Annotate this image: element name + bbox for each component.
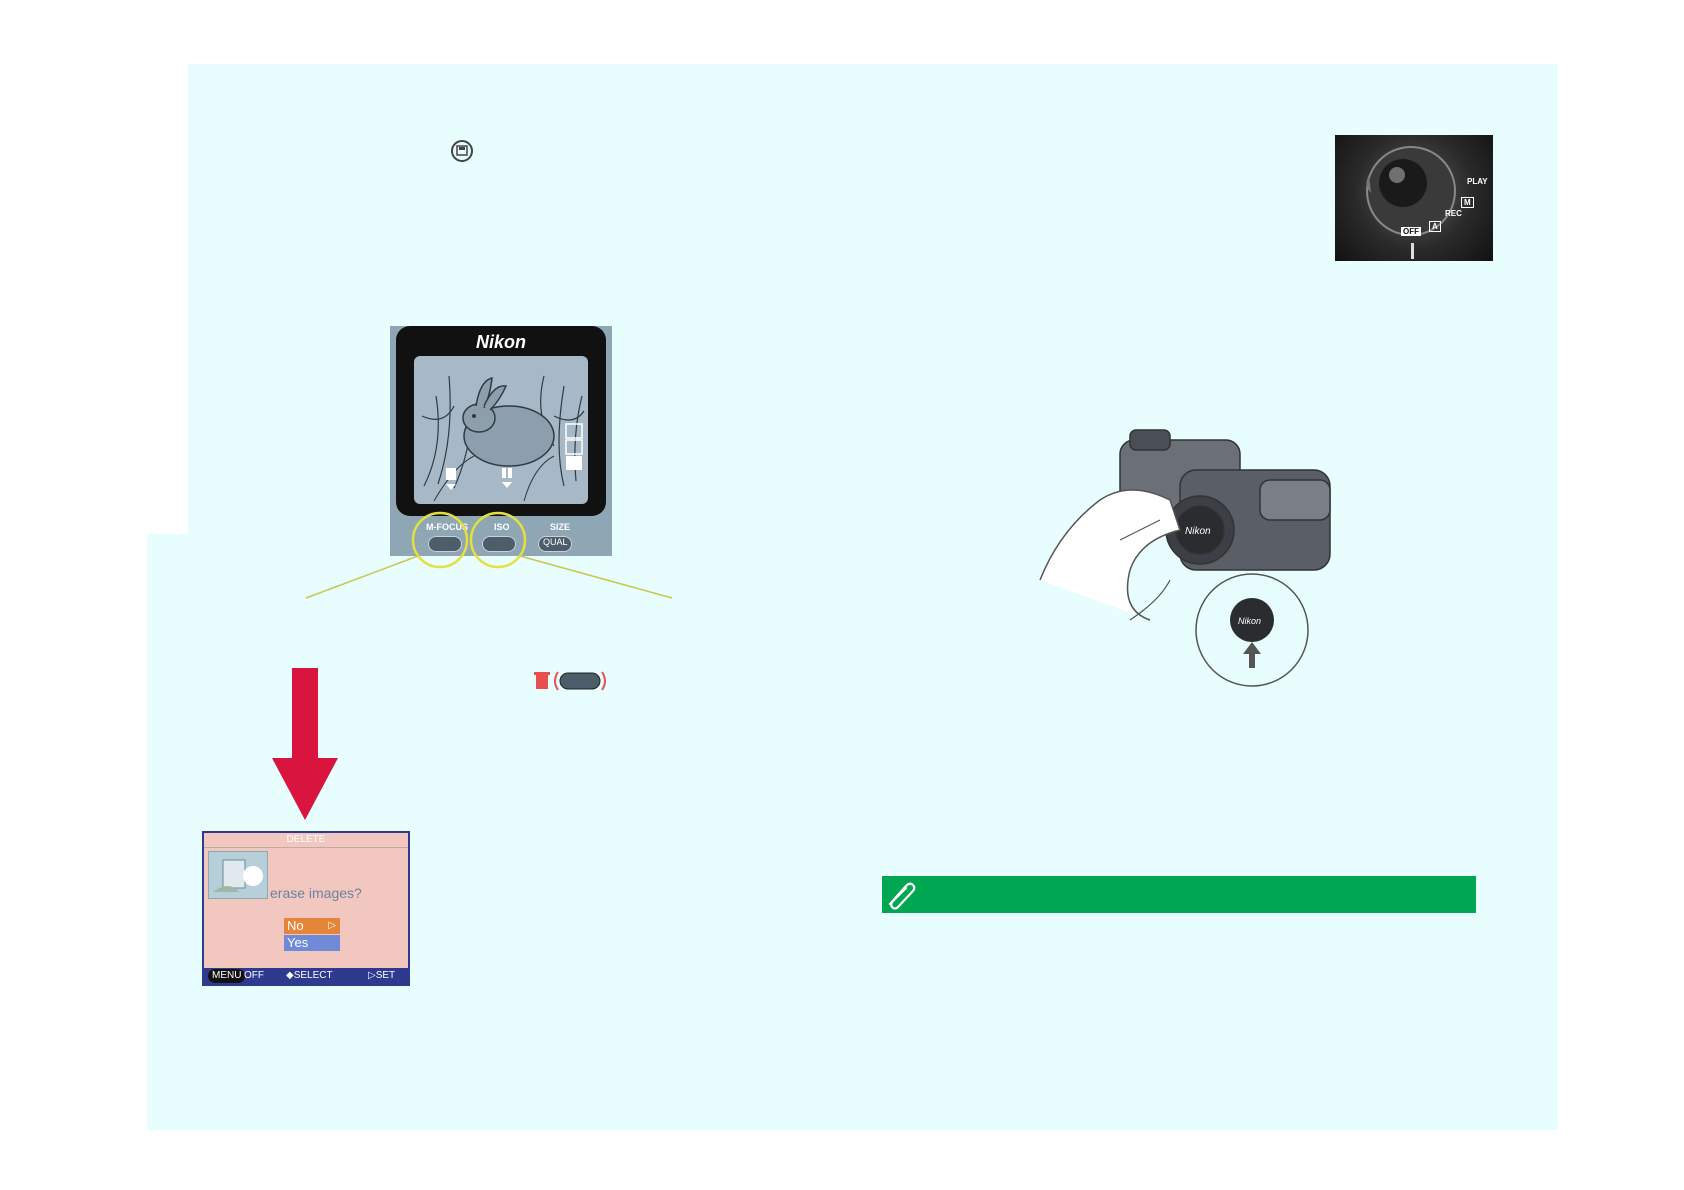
memory-card-icon <box>450 139 474 163</box>
m-focus-button[interactable] <box>428 536 462 552</box>
callout-circle-iso <box>469 511 527 569</box>
camera-lens-cap-illustration: Nikon Nikon <box>1030 420 1350 700</box>
size-label: SIZE <box>550 522 571 532</box>
paperclip-icon <box>882 876 919 913</box>
dial-m: M <box>1461 197 1474 208</box>
note-bar <box>882 876 1476 913</box>
monitor-screen-frame: Nikon <box>396 326 606 516</box>
m-focus-label: M-FOCUS <box>426 522 468 532</box>
dial-rec: REC <box>1445 209 1462 218</box>
option-yes[interactable]: Yes <box>284 935 340 951</box>
iso-button[interactable] <box>482 536 516 552</box>
footer-off: OFF <box>244 970 264 981</box>
footer-select: ◆SELECT <box>286 970 333 981</box>
monitor-lcd <box>414 356 588 504</box>
dialog-thumbnail <box>208 851 268 899</box>
dialog-footer: MENU OFF ◆SELECT ▷SET <box>204 968 408 984</box>
rabbit-image <box>421 375 585 502</box>
delete-dialog: DELETE erase images? No▷ Yes MENU OFF ◆S… <box>202 831 410 986</box>
menu-key: MENU <box>208 969 246 983</box>
callout-circle-m-focus <box>411 511 469 569</box>
dial-auto: A <box>1429 221 1441 232</box>
delete-icon <box>534 670 614 692</box>
option-no[interactable]: No▷ <box>284 918 340 934</box>
dial-play: PLAY <box>1467 177 1488 186</box>
dialog-header: DELETE <box>204 833 408 848</box>
callout-line-left <box>305 555 419 599</box>
iso-label: ISO <box>494 522 510 532</box>
size-qual-button[interactable]: QUAL <box>538 536 572 552</box>
qual-label: QUAL <box>543 537 568 547</box>
mode-dial-photo: OFF A REC M PLAY <box>1335 135 1493 261</box>
svg-text:Nikon: Nikon <box>1238 616 1261 626</box>
down-arrow-icon <box>272 668 338 820</box>
dial-off: OFF <box>1401 227 1421 236</box>
dialog-question: erase images? <box>270 885 362 901</box>
callout-line-right <box>519 555 673 599</box>
monitor-brand: Nikon <box>475 332 526 352</box>
footer-set: ▷SET <box>368 970 396 981</box>
svg-text:Nikon: Nikon <box>1185 526 1211 537</box>
